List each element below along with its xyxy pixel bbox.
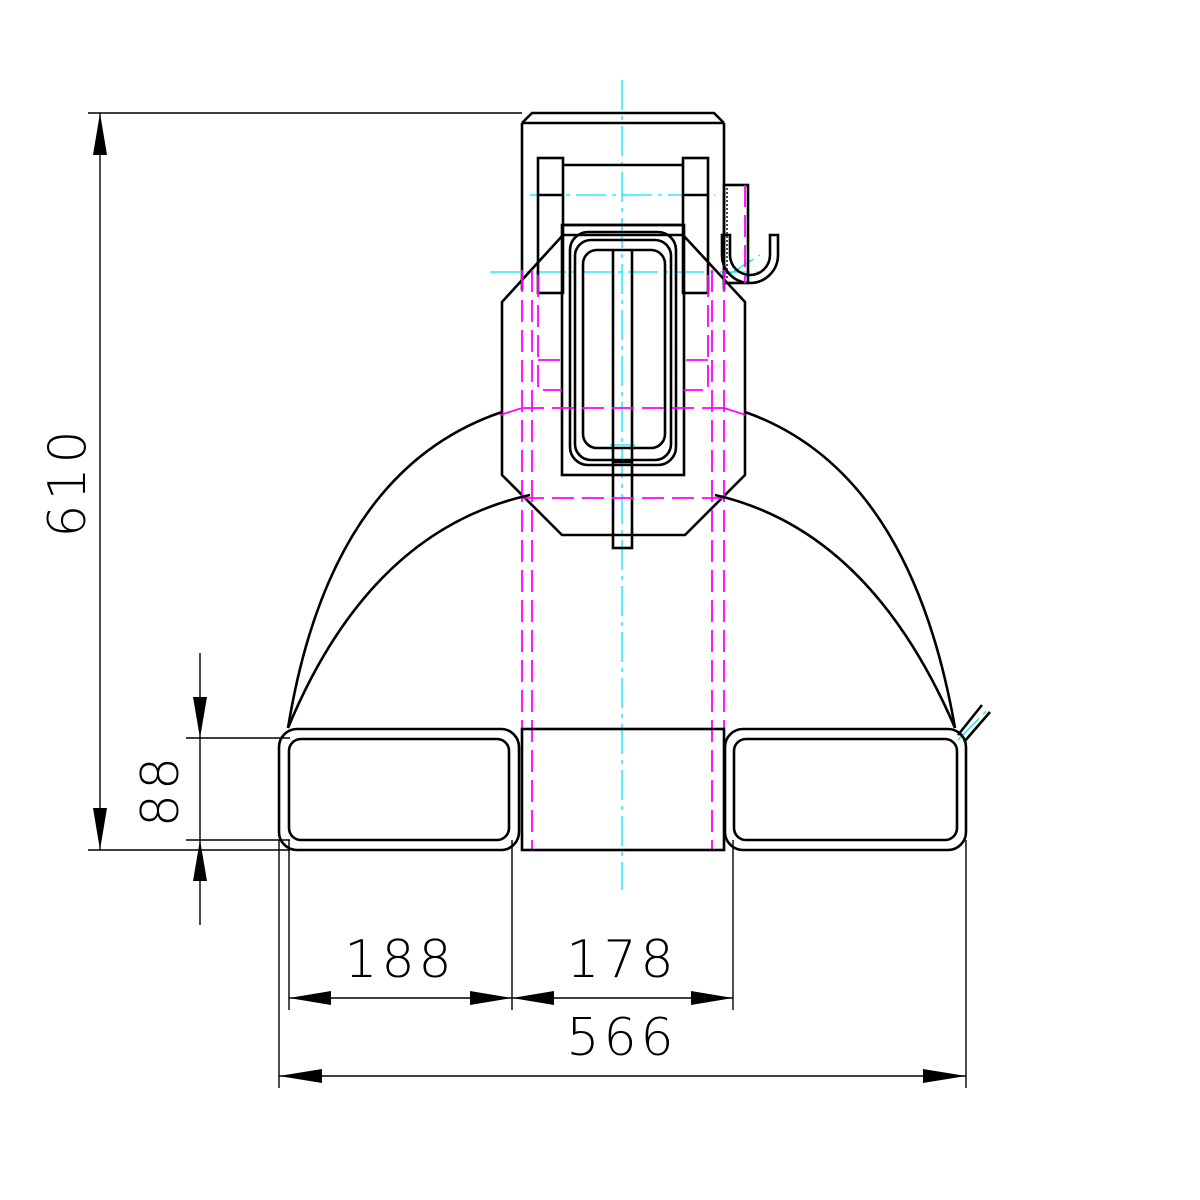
left-rectangular-tube xyxy=(277,727,521,852)
hidden-lines xyxy=(499,270,747,850)
overall-width-label: 566 xyxy=(566,1008,677,1068)
arc-frame xyxy=(286,410,991,743)
side-hook xyxy=(720,183,780,285)
bottom-tubes xyxy=(277,727,968,852)
overall-height-label: 610 xyxy=(38,426,98,537)
dimension-overall-width: 566 xyxy=(278,840,967,1088)
center-width-label: 178 xyxy=(566,930,677,990)
clamp-plate-octagon xyxy=(500,233,747,537)
left-tube-width-label: 188 xyxy=(344,930,455,990)
tube-height-label: 88 xyxy=(131,753,191,827)
dimension-tube-height: 88 xyxy=(131,653,290,925)
dimension-widths: 188 178 xyxy=(288,840,734,1010)
center-lines xyxy=(490,80,991,890)
right-rectangular-tube xyxy=(723,727,968,852)
center-block xyxy=(520,727,726,852)
dimension-overall-height: 610 xyxy=(38,112,522,851)
handle-loop xyxy=(560,223,686,550)
top-mount-bracket xyxy=(520,111,726,295)
